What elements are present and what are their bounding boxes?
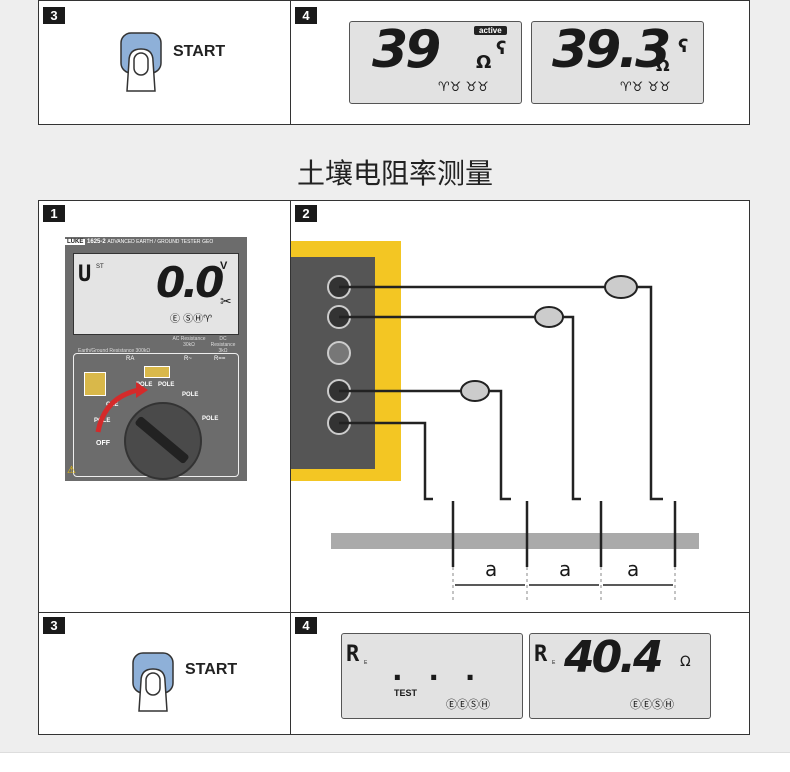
hand-press-icon: [120, 32, 162, 92]
lcd-symbol: R: [534, 642, 548, 667]
ra-label: RA: [126, 356, 135, 362]
lcd-status-icons: ⒺⒺⓈⒽ: [446, 698, 490, 711]
lcd-reading: 40.4: [564, 632, 664, 683]
rotary-dial[interactable]: [124, 402, 202, 480]
lcd-status-icons: ♈♉ ♉♉: [438, 80, 489, 95]
test-label: TEST: [394, 688, 418, 698]
model-desc: ADVANCED EARTH / GROUND TESTER: [107, 239, 201, 245]
scissors-icon: ✂: [220, 294, 232, 310]
model-label: 1625-2: [87, 239, 106, 245]
pole-ac4-label: POLE: [202, 416, 219, 422]
lcd-symbol-sup: ST: [96, 264, 104, 270]
dial-header-earth: Earth/Ground Resistance 300kΩ: [78, 348, 151, 354]
lcd-display-active: 39 active Ω ʕ ♈♉ ♉♉: [349, 20, 522, 104]
lcd-status-icons: ♈♉ ♉♉: [620, 80, 671, 95]
lcd-result-display: R E 40.4 Ω ⒺⒺⓈⒽ: [529, 632, 711, 719]
step-number: 3: [43, 617, 65, 634]
step2-cell: 2: [291, 201, 749, 613]
top-step3-cell: 3 START: [39, 1, 291, 124]
section-title: 土壤电阻率测量: [296, 157, 493, 190]
start-label: START: [185, 661, 238, 678]
lcd-unit: V: [220, 260, 228, 272]
step-number: 1: [43, 205, 65, 222]
step1-cell: 1 LUKE 1625-2 ADVANCED EARTH / GROUND TE…: [39, 201, 291, 613]
cable-reel-1: [604, 275, 638, 299]
lcd-symbol-sub: E: [364, 660, 368, 666]
step-number: 2: [295, 205, 317, 222]
lcd-reading: 39.3: [552, 20, 671, 80]
lcd-symbol-sub: E: [552, 660, 556, 666]
dial-panel: Earth/Ground Resistance 300kΩ AC Resista…: [73, 336, 239, 480]
lcd-mode-icons: Ⓔ ⓈⒽ♈: [170, 314, 213, 325]
ohm-unit: Ω: [476, 52, 492, 73]
cable-reel-3: [460, 380, 490, 402]
step-number: 3: [43, 7, 65, 24]
model-suffix: GEO: [202, 239, 214, 245]
cable-reel-2: [534, 306, 564, 328]
lcd-symbol: R: [346, 642, 360, 667]
tester-front: LUKE 1625-2 ADVANCED EARTH / GROUND TEST…: [65, 237, 247, 481]
ground-stakes: [451, 501, 677, 567]
top-steps-panel: 3 START 4 39 active Ω ʕ ♈♉ ♉♉ 39.3 ✓ Ω ʕ…: [38, 0, 750, 125]
r-ac-label: R~: [184, 356, 192, 362]
terminal-clamp: [327, 341, 351, 365]
ohm-unit: Ω: [656, 56, 670, 75]
pole4-label: POLE: [158, 382, 175, 388]
brand-label: LUKE: [65, 239, 86, 245]
probe-icon: ʕ: [678, 36, 689, 57]
lcd-dots: . . .: [392, 654, 484, 687]
next-section-strip: [0, 752, 790, 772]
ohm-unit: Ω: [680, 654, 691, 670]
spacing-label-3: a: [627, 557, 640, 581]
step4-cell: 4 R E . . . TEST ⒺⒺⓈⒽ R E 40.4 Ω ⒺⒺⓈⒽ: [291, 613, 749, 734]
lcd-symbol: U: [78, 262, 92, 287]
red-arrow-icon: [95, 382, 148, 433]
scissors-mode-box: [84, 372, 106, 396]
tester-lcd: U ST 0.0 V ✂ Ⓔ ⓈⒽ♈: [73, 253, 239, 335]
lcd-display-result: 39.3 ✓ Ω ʕ ♈♉ ♉♉: [531, 20, 704, 104]
soil-resistivity-panel: 1 LUKE 1625-2 ADVANCED EARTH / GROUND TE…: [38, 200, 750, 735]
pole3-label: POLE: [136, 382, 153, 388]
pole2-label: POLE: [182, 392, 199, 398]
step3-cell: 3 START: [39, 613, 291, 734]
step-number: 4: [295, 617, 317, 634]
active-badge: active: [474, 26, 507, 35]
r-dc-label: R==: [214, 356, 226, 362]
top-step4-cell: 4 39 active Ω ʕ ♈♉ ♉♉ 39.3 ✓ Ω ʕ ♈♉ ♉♉: [291, 1, 749, 124]
tester-header: LUKE 1625-2 ADVANCED EARTH / GROUND TEST…: [65, 239, 247, 249]
spacing-label-1: a: [485, 557, 498, 581]
lcd-reading: 0.0: [156, 258, 224, 307]
step-number: 4: [295, 7, 317, 24]
highlighted-mode-box: [144, 366, 170, 378]
wiring-diagram: [291, 241, 699, 601]
hand-press-icon: [132, 652, 174, 712]
wires: [339, 285, 663, 501]
start-label: START: [173, 43, 226, 60]
lcd-reading: 39: [372, 20, 441, 80]
dial-header-ac: AC Resistance 30kΩ: [172, 336, 206, 348]
warning-icon: ⚠: [67, 465, 76, 476]
off-label: OFF: [96, 440, 110, 447]
lcd-test-display: R E . . . TEST ⒺⒺⓈⒽ: [341, 633, 523, 719]
check-icon: ✓: [652, 30, 673, 58]
dial-header-dc: DC Resistance 3kΩ: [210, 336, 236, 354]
lcd-status-icons: ⒺⒺⓈⒽ: [630, 698, 674, 711]
ground-surface: [331, 533, 699, 549]
spacing-label-2: a: [559, 557, 572, 581]
probe-icon: ʕ: [496, 38, 507, 59]
